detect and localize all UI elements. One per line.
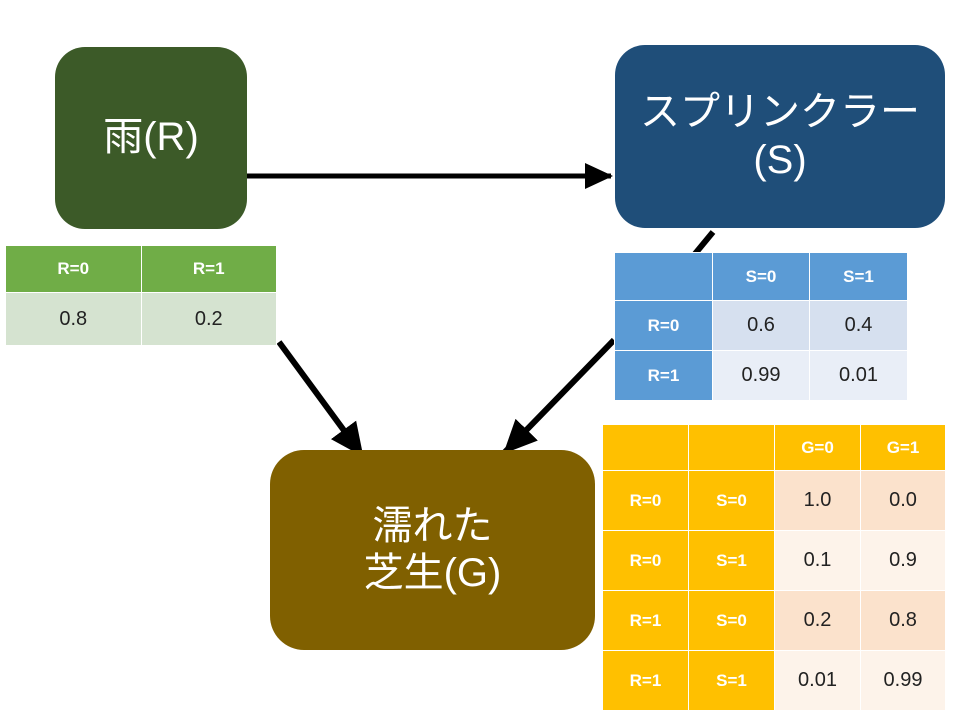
cpt-grass-row0-s: S=0 (688, 470, 775, 531)
cpt-grass-row0-r: R=0 (602, 470, 689, 531)
cpt-grass-corner-2 (688, 424, 775, 471)
edge-rain-to-grass (276, 340, 365, 457)
table-row-header: G=0 G=1 (602, 424, 946, 471)
cpt-sprinkler-value-r1-s1: 0.01 (809, 350, 908, 401)
cpt-sprinkler-rowheader-r0: R=0 (614, 300, 713, 351)
node-wet-grass[interactable]: 濡れた 芝生(G) (270, 450, 595, 650)
cpt-grass-row3-g0: 0.01 (774, 650, 861, 711)
edge-sprinkler-to-grass-tail (691, 230, 716, 257)
cpt-grass-row0-g1: 0.0 (860, 470, 946, 531)
cpt-sprinkler-rowheader-r1: R=1 (614, 350, 713, 401)
table-row: R=1 0.99 0.01 (614, 350, 908, 401)
cpt-grass-header-g1: G=1 (860, 424, 946, 471)
node-wet-grass-label-line2: 芝生(G) (363, 551, 502, 595)
cpt-grass-row2-g0: 0.2 (774, 590, 861, 651)
cpt-sprinkler-header-s1: S=1 (809, 252, 908, 301)
node-sprinkler-label: スプリンクラー(S) (640, 90, 920, 182)
node-wet-grass-label: 濡れた 芝生(G) (364, 503, 502, 597)
cpt-sprinkler-value-r0-s1: 0.4 (809, 300, 908, 351)
node-wet-grass-label-line1: 濡れた (372, 503, 493, 548)
cpt-grass-row2-g1: 0.8 (860, 590, 946, 651)
table-row: R=1 S=1 0.01 0.99 (602, 650, 946, 711)
cpt-table-rain: R=0 R=1 0.8 0.2 (5, 245, 277, 346)
cpt-table-sprinkler: S=0 S=1 R=0 0.6 0.4 R=1 0.99 0.01 (614, 252, 908, 401)
cpt-grass-header-g0: G=0 (774, 424, 861, 471)
cpt-grass-row0-g0: 1.0 (774, 470, 861, 531)
table-row: R=0 S=1 0.1 0.9 (602, 530, 946, 591)
cpt-grass-row3-r: R=1 (602, 650, 689, 711)
table-row: R=0 S=0 1.0 0.0 (602, 470, 946, 531)
cpt-grass-row1-r: R=0 (602, 530, 689, 591)
edge-sprinkler-to-grass (502, 337, 617, 455)
table-row: 0.8 0.2 (5, 292, 277, 346)
cpt-sprinkler-value-r0-s0: 0.6 (712, 300, 810, 351)
cpt-grass-row2-r: R=1 (602, 590, 689, 651)
cpt-grass-corner-1 (602, 424, 689, 471)
cpt-rain-header-r0: R=0 (5, 245, 142, 293)
cpt-sprinkler-value-r1-s0: 0.99 (712, 350, 810, 401)
cpt-grass-row3-s: S=1 (688, 650, 775, 711)
cpt-table-wet-grass: G=0 G=1 R=0 S=0 1.0 0.0 R=0 S=1 0.1 0.9 … (602, 424, 946, 711)
cpt-grass-row3-g1: 0.99 (860, 650, 946, 711)
cpt-rain-header-r1: R=1 (140, 245, 277, 293)
node-rain-label: 雨(R) (103, 115, 199, 160)
node-rain[interactable]: 雨(R) (55, 47, 247, 229)
table-row: R=1 S=0 0.2 0.8 (602, 590, 946, 651)
cpt-grass-row2-s: S=0 (688, 590, 775, 651)
cpt-grass-row1-g0: 0.1 (774, 530, 861, 591)
cpt-grass-row1-s: S=1 (688, 530, 775, 591)
cpt-grass-row1-g1: 0.9 (860, 530, 946, 591)
cpt-sprinkler-corner (614, 252, 713, 301)
cpt-rain-value-r1: 0.2 (140, 292, 277, 346)
table-row: R=0 0.6 0.4 (614, 300, 908, 351)
table-row-header: R=0 R=1 (5, 245, 277, 293)
cpt-sprinkler-header-s0: S=0 (712, 252, 810, 301)
table-row-header: S=0 S=1 (614, 252, 908, 301)
node-sprinkler[interactable]: スプリンクラー(S) (615, 45, 945, 228)
cpt-rain-value-r0: 0.8 (5, 292, 142, 346)
